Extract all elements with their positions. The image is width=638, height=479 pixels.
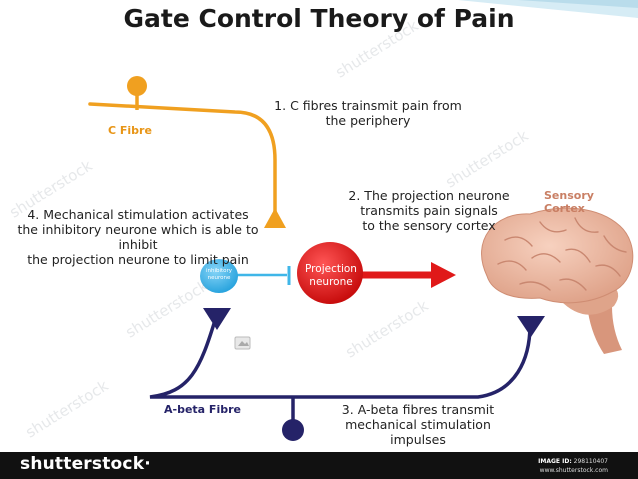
diagram-canvas <box>88 76 634 441</box>
projection-neurone <box>297 242 456 304</box>
caption-step-4: 4. Mechanical stimulation activates the … <box>17 207 259 267</box>
image-id-value: 298110407 <box>573 458 608 465</box>
abeta-fibre-right-terminal <box>517 316 545 337</box>
brand-logo: shutterstock· <box>20 454 151 474</box>
corner-decoration <box>458 0 638 18</box>
c-fibre-axon <box>88 102 277 214</box>
brain-stem <box>588 306 622 354</box>
caption-step-2: 2. The projection neurone transmits pain… <box>348 188 510 233</box>
c-fibre-label: C Fibre <box>108 124 152 137</box>
c-fibre-terminal <box>264 208 286 228</box>
abeta-fibre-left-terminal <box>203 308 231 330</box>
inhibitory-cell <box>200 259 238 293</box>
image-id-block: IMAGE ID: 298110407 www.shutterstock.com <box>538 457 608 475</box>
placeholder-image-icon <box>234 336 251 350</box>
c-fibre-cell-body <box>127 76 147 96</box>
caption-step-1: 1. C fibres trainsmit pain from the peri… <box>274 98 462 128</box>
site-url: www.shutterstock.com <box>539 467 608 474</box>
abeta-fibre-cell-body <box>282 419 304 441</box>
abeta-fibre <box>149 308 545 441</box>
projection-arrowhead <box>431 262 456 288</box>
image-id-label: IMAGE ID: <box>538 458 572 465</box>
inhibitory-neurone <box>200 259 291 293</box>
caption-step-3: 3. A-beta fibres transmit mechanical sti… <box>341 402 495 447</box>
footer-bar: shutterstock· IMAGE ID: 298110407 www.sh… <box>0 452 638 479</box>
projection-cell <box>297 242 363 304</box>
inhibitory-neurone-label: inhibitory neurone <box>205 268 233 281</box>
projection-neurone-label: Projection neurone <box>305 263 357 288</box>
c-fibre <box>88 76 286 228</box>
sensory-cortex-label: Sensory Cortex <box>544 189 594 215</box>
brain-icon <box>481 207 634 354</box>
abeta-fibre-label: A-beta Fibre <box>164 403 241 416</box>
diagram-title: Gate Control Theory of Pain <box>123 4 515 33</box>
abeta-fibre-axon <box>149 315 532 399</box>
